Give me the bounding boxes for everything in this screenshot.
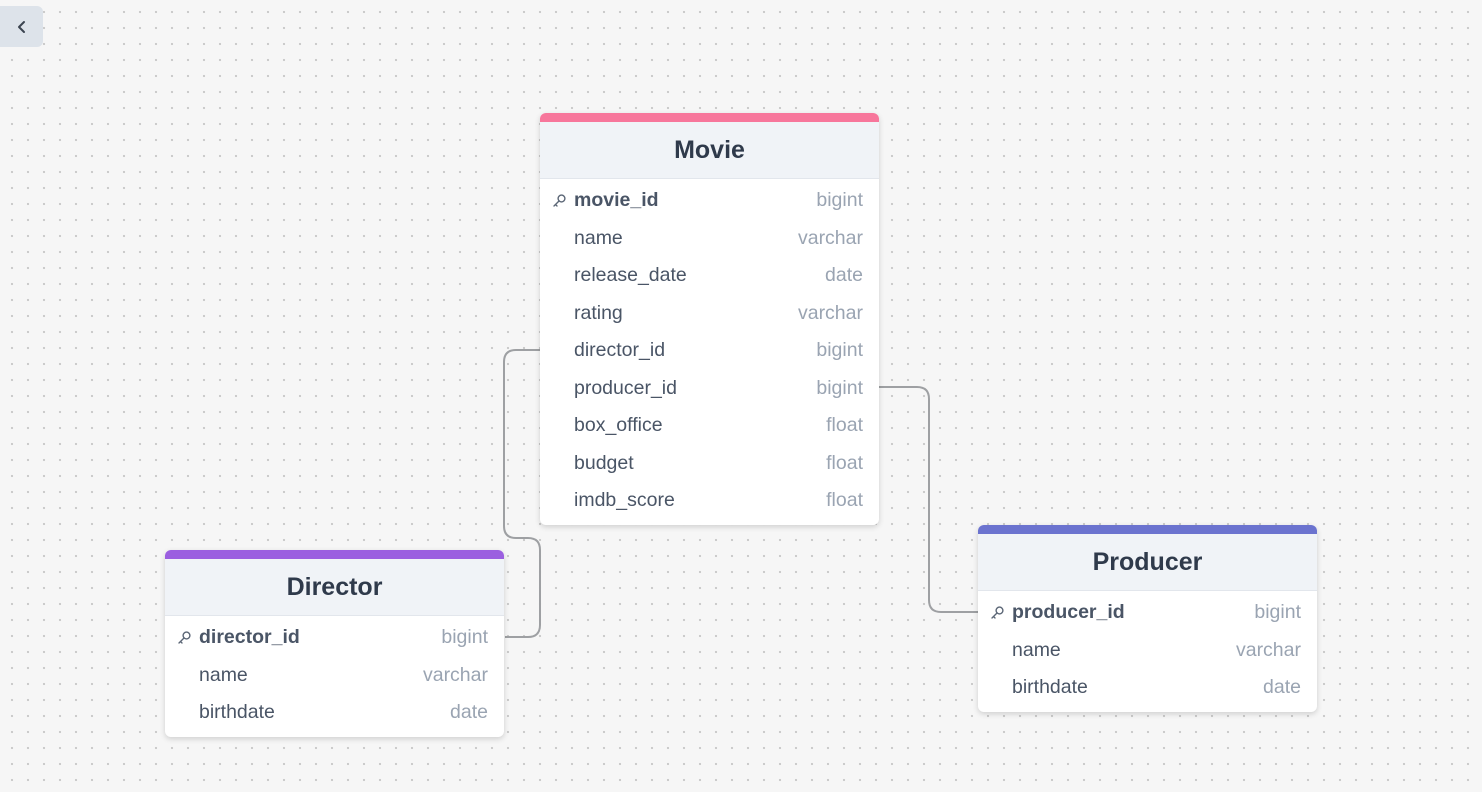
field-row-box-office[interactable]: box_office float [540,407,879,445]
field-row-producer-id[interactable]: producer_id bigint [978,594,1317,632]
field-name: name [1012,638,1061,661]
field-type: float [826,451,863,474]
field-name: name [574,226,623,249]
table-header[interactable]: Movie [540,122,879,179]
field-name: director_id [199,626,300,649]
field-type: varchar [797,301,863,324]
table-producer[interactable]: Producer producer_id bigint name varchar bir… [978,525,1317,712]
back-button[interactable] [0,6,43,47]
field-name: movie_id [574,189,659,212]
table-title: Producer [1092,547,1203,576]
primary-key-icon [990,605,1012,620]
field-row-release-date[interactable]: release_date date [540,257,879,295]
primary-key-icon [552,193,574,208]
field-type: bigint [816,376,863,399]
field-type: float [826,414,863,437]
field-name: birthdate [1012,676,1088,699]
field-name: budget [574,451,634,474]
table-accent-bar [165,550,504,559]
field-row-birthdate[interactable]: birthdate date [978,669,1317,707]
field-name: imdb_score [574,489,675,512]
field-name: producer_id [1012,601,1125,624]
field-list: producer_id bigint name varchar birthdate dat… [978,591,1317,712]
field-type: bigint [816,189,863,212]
field-row-rating[interactable]: rating varchar [540,295,879,333]
table-accent-bar [540,113,879,122]
field-row-name[interactable]: name varchar [540,220,879,258]
relation-line-producer[interactable] [879,386,978,613]
primary-key-icon [177,630,199,645]
field-type: date [825,264,863,287]
field-type: varchar [1235,638,1301,661]
field-type: varchar [797,226,863,249]
chevron-left-icon [17,20,25,33]
field-list: director_id bigint name varchar birthdate dat… [165,616,504,737]
field-row-director-id[interactable]: director_id bigint [165,619,504,657]
field-type: bigint [1254,601,1301,624]
field-name: birthdate [199,701,275,724]
field-row-director-id[interactable]: director_id bigint [540,332,879,370]
field-name: box_office [574,414,663,437]
field-row-imdb-score[interactable]: imdb_score float [540,482,879,520]
field-row-name[interactable]: name varchar [165,657,504,695]
field-name: release_date [574,264,687,287]
field-name: name [199,663,248,686]
field-type: bigint [441,626,488,649]
field-name: rating [574,301,623,324]
field-name: director_id [574,339,666,362]
field-row-budget[interactable]: budget float [540,445,879,483]
field-row-producer-id[interactable]: producer_id bigint [540,370,879,408]
table-accent-bar [978,525,1317,534]
table-director[interactable]: Director director_id bigint name varchar bir… [165,550,504,737]
field-row-birthdate[interactable]: birthdate date [165,694,504,732]
table-title: Movie [674,135,745,164]
field-type: bigint [816,339,863,362]
relation-line-director[interactable] [503,349,541,638]
table-header[interactable]: Director [165,559,504,616]
field-row-name[interactable]: name varchar [978,632,1317,670]
field-type: date [1263,676,1301,699]
field-type: varchar [422,663,488,686]
table-header[interactable]: Producer [978,534,1317,591]
table-title: Director [286,572,383,601]
field-name: producer_id [574,376,677,399]
field-type: float [826,489,863,512]
field-type: date [450,701,488,724]
field-row-movie-id[interactable]: movie_id bigint [540,182,879,220]
